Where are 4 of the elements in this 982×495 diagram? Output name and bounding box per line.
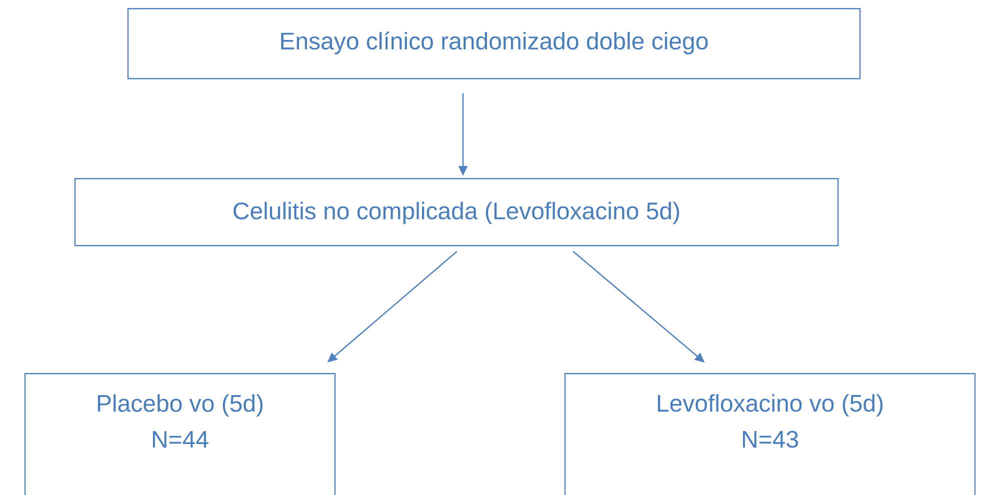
flow-box: Celulitis no complicada (Levofloxacino 5d) [74, 178, 839, 246]
flow-box: Levofloxacino vo (5d) N=43 [564, 372, 976, 495]
flow-box: Placebo vo (5d) N=44 [24, 372, 336, 495]
flow-box: Ensayo clínico randomizado doble ciego [127, 8, 861, 80]
